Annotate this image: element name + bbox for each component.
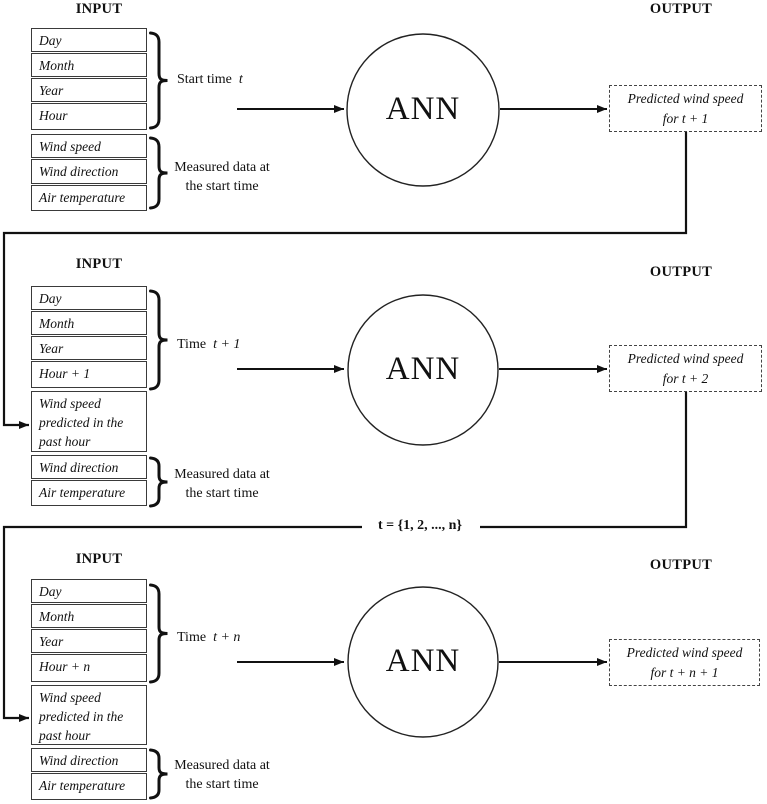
brace-measured-1 (149, 136, 168, 210)
ann-circle-3 (347, 586, 499, 738)
ann-circle-1 (346, 33, 500, 187)
input-row-feedback-2: Wind speed predicted in the past hour (31, 391, 147, 452)
output-box-1: Predicted wind speed for t + 1 (609, 85, 762, 132)
input-row-month-2: Month (31, 311, 147, 335)
input-heading-1: INPUT (75, 1, 123, 17)
ann-label-3: ANN (385, 643, 461, 679)
output-heading-2: OUTPUT (649, 264, 713, 280)
brace-time-3 (149, 583, 168, 684)
measured-label-line2-1: the start time (185, 179, 259, 194)
input-row-year-3: Year (31, 629, 147, 653)
time-brace-label-3: Time t + n (177, 630, 240, 646)
time-brace-var-1: t (238, 72, 243, 87)
input-heading-3: INPUT (75, 551, 123, 567)
time-brace-label-1: Start time t (177, 72, 243, 88)
input-row-month-1: Month (31, 53, 147, 77)
brace-time-1 (149, 31, 168, 130)
output-heading-3: OUTPUT (649, 557, 713, 573)
output-box-line2-3: for t + n + 1 (650, 664, 719, 680)
output-box-line1-2: Predicted wind speed (627, 351, 744, 366)
brace-measured-3 (149, 748, 168, 800)
output-box-line1-1: Predicted wind speed (627, 91, 744, 106)
input-row-airtemperature-1: Air temperature (31, 185, 147, 211)
time-brace-prefix-3: Time (177, 630, 207, 645)
feedback-line-1 (2, 132, 688, 429)
measured-label-line1-2: Measured data at (174, 467, 270, 482)
time-brace-var-2: t + 1 (213, 337, 241, 352)
loop-iteration-label: t = {1, 2, ..., n} (378, 518, 462, 533)
feedback-line-2a (480, 392, 688, 529)
input-row-airtemperature-2: Air temperature (31, 480, 147, 506)
input-row-day-2: Day (31, 286, 147, 310)
measured-label-line1-1: Measured data at (174, 160, 270, 175)
output-box-3: Predicted wind speed for t + n + 1 (609, 639, 760, 686)
measured-brace-label-1: Measured data at the start time (164, 158, 280, 196)
measured-label-line2-2: the start time (185, 486, 259, 501)
measured-label-line1-3: Measured data at (174, 758, 270, 773)
input-row-feedback-3: Wind speed predicted in the past hour (31, 685, 147, 745)
ann-label-2: ANN (385, 351, 461, 387)
input-row-day-1: Day (31, 28, 147, 52)
output-box-line2-1: for t + 1 (662, 110, 709, 126)
measured-label-line2-3: the start time (185, 777, 259, 792)
brace-measured-2 (149, 456, 168, 508)
time-brace-label-2: Time t + 1 (177, 337, 240, 353)
input-row-year-2: Year (31, 336, 147, 360)
brace-time-2 (149, 289, 168, 391)
input-row-year-1: Year (31, 78, 147, 102)
input-row-hour-2: Hour + 1 (31, 361, 147, 388)
feedback-line-2b (2, 525, 362, 722)
output-box-2: Predicted wind speed for t + 2 (609, 345, 762, 392)
input-row-hour-3: Hour + n (31, 654, 147, 682)
measured-brace-label-2: Measured data at the start time (164, 465, 280, 503)
input-row-airtemperature-3: Air temperature (31, 773, 147, 800)
ann-label-1: ANN (385, 91, 461, 127)
input-row-winddirection-3: Wind direction (31, 748, 147, 772)
input-row-day-3: Day (31, 579, 147, 603)
output-heading-1: OUTPUT (649, 1, 713, 17)
input-heading-2: INPUT (75, 256, 123, 272)
time-brace-prefix-2: Time (177, 337, 207, 352)
input-row-month-3: Month (31, 604, 147, 628)
input-row-windspeed-1: Wind speed (31, 134, 147, 158)
time-brace-var-3: t + n (213, 630, 241, 645)
input-row-winddirection-1: Wind direction (31, 159, 147, 184)
measured-brace-label-3: Measured data at the start time (164, 756, 280, 794)
output-box-line2-2: for t + 2 (662, 370, 709, 386)
time-brace-prefix-1: Start time (177, 72, 232, 87)
output-box-line1-3: Predicted wind speed (626, 645, 743, 660)
input-row-winddirection-2: Wind direction (31, 455, 147, 479)
input-row-hour-1: Hour (31, 103, 147, 130)
ann-circle-2 (347, 294, 499, 446)
